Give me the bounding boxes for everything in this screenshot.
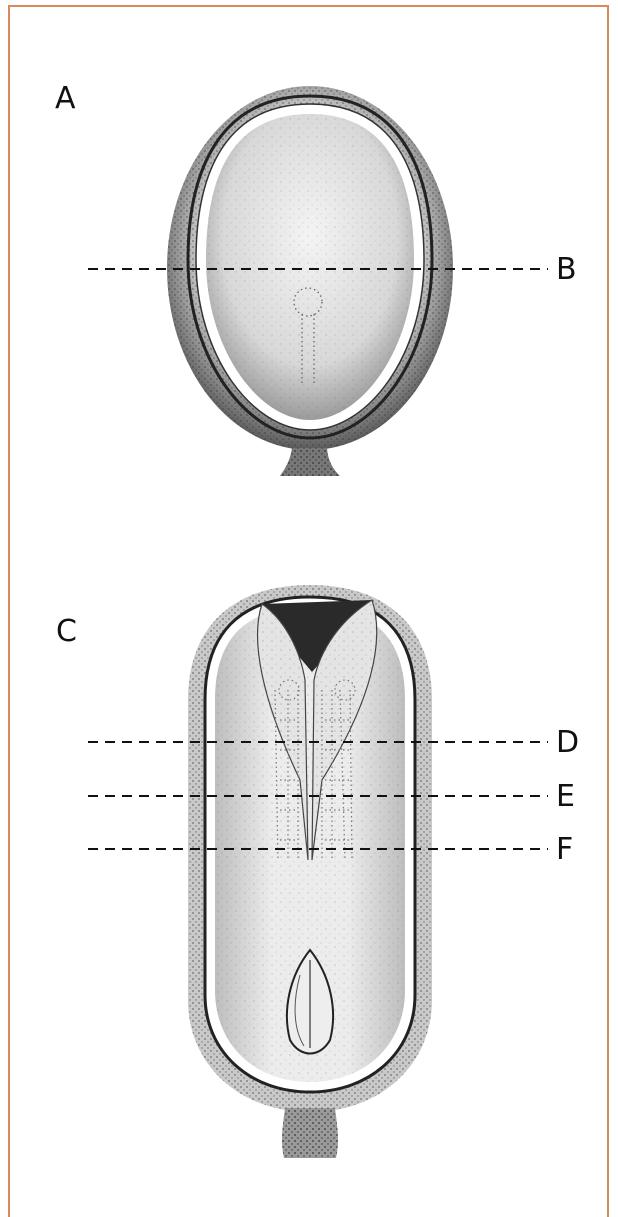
seed-a-drawing xyxy=(167,86,453,476)
label-c: C xyxy=(56,617,77,647)
label-d: D xyxy=(556,728,579,758)
seed-c-drawing xyxy=(188,585,432,1158)
label-e: E xyxy=(556,782,575,812)
label-f: F xyxy=(556,835,573,865)
label-b: B xyxy=(556,255,577,285)
label-a: A xyxy=(55,84,76,114)
